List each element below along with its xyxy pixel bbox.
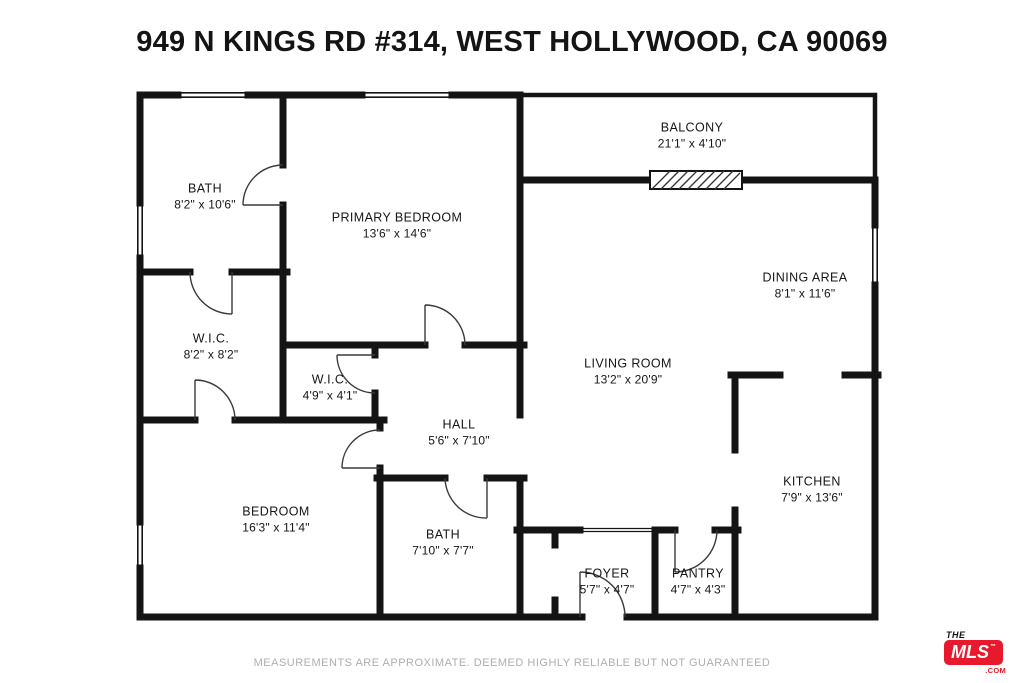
room-name: BATH [187,181,223,196]
room-dims: 7'10" x 7'7" [412,543,474,558]
room-label-foyer: FOYER 5'7" x 4'7" [580,567,635,598]
room-dims: 21'1" x 4'10" [657,136,727,151]
room-name: DINING AREA [762,270,848,285]
room-label-primary-bedroom: PRIMARY BEDROOM 13'6" x 14'6" [332,211,463,242]
room-dims: 4'9" x 4'1" [302,388,358,403]
interior-walls [136,91,882,621]
room-label-dining-area: DINING AREA 8'1" x 11'6" [763,271,848,302]
windows [137,92,878,568]
sliding-door [649,170,743,190]
room-label-wic-large: W.I.C. 8'2" x 8'2" [184,332,239,363]
room-label-bath-upper: BATH 8'2" x 10'6" [174,182,236,213]
room-dims: 16'3" x 11'4" [242,520,310,535]
room-name: PRIMARY BEDROOM [331,210,463,225]
door-swings [189,164,718,618]
room-dims: 7'9" x 13'6" [781,490,843,505]
room-label-living-room: LIVING ROOM 13'2" x 20'9" [584,357,672,388]
room-label-kitchen: KITCHEN 7'9" x 13'6" [781,475,843,506]
room-dims: 5'6" x 7'10" [428,433,490,448]
room-dims: 13'6" x 14'6" [362,226,432,241]
room-dims: 8'1" x 11'6" [774,286,836,301]
page-title: 949 N KINGS RD #314, WEST HOLLYWOOD, CA … [136,26,888,58]
room-dims: 8'2" x 8'2" [183,347,239,362]
cased-opening [583,527,652,533]
room-name: HALL [442,417,476,432]
room-name: BALCONY [660,120,724,135]
room-name: BATH [425,527,461,542]
room-name: KITCHEN [783,474,841,489]
mls-logo-tm: ™ [990,644,996,650]
exterior-walls [136,91,879,621]
room-dims: 13'2" x 20'9" [593,372,663,387]
room-label-balcony: BALCONY 21'1" x 4'10" [658,121,726,152]
room-dims: 5'7" x 4'7" [579,582,635,597]
mls-logo-text: MLS [951,642,989,662]
room-label-pantry: PANTRY 4'7" x 4'3" [671,567,726,598]
room-name: BEDROOM [242,504,310,519]
room-name: FOYER [584,566,630,581]
room-label-bedroom: BEDROOM 16'3" x 11'4" [242,505,310,536]
room-dims: 8'2" x 10'6" [174,197,236,212]
room-name: PANTRY [672,566,724,581]
room-label-wic-small: W.I.C. 4'9" x 4'1" [303,373,358,404]
room-label-bath-lower: BATH 7'10" x 7'7" [412,528,474,559]
room-name: LIVING ROOM [584,356,672,371]
mls-logo-com: .COM [985,666,1006,675]
room-name: W.I.C. [192,331,230,346]
balcony-walls [517,92,878,183]
room-dims: 4'7" x 4'3" [670,582,726,597]
room-name: W.I.C. [311,372,349,387]
mls-logo-the: THE [946,630,966,640]
disclaimer-text: MEASUREMENTS ARE APPROXIMATE. DEEMED HIG… [253,657,771,669]
room-label-hall: HALL 5'6" x 7'10" [428,418,490,449]
